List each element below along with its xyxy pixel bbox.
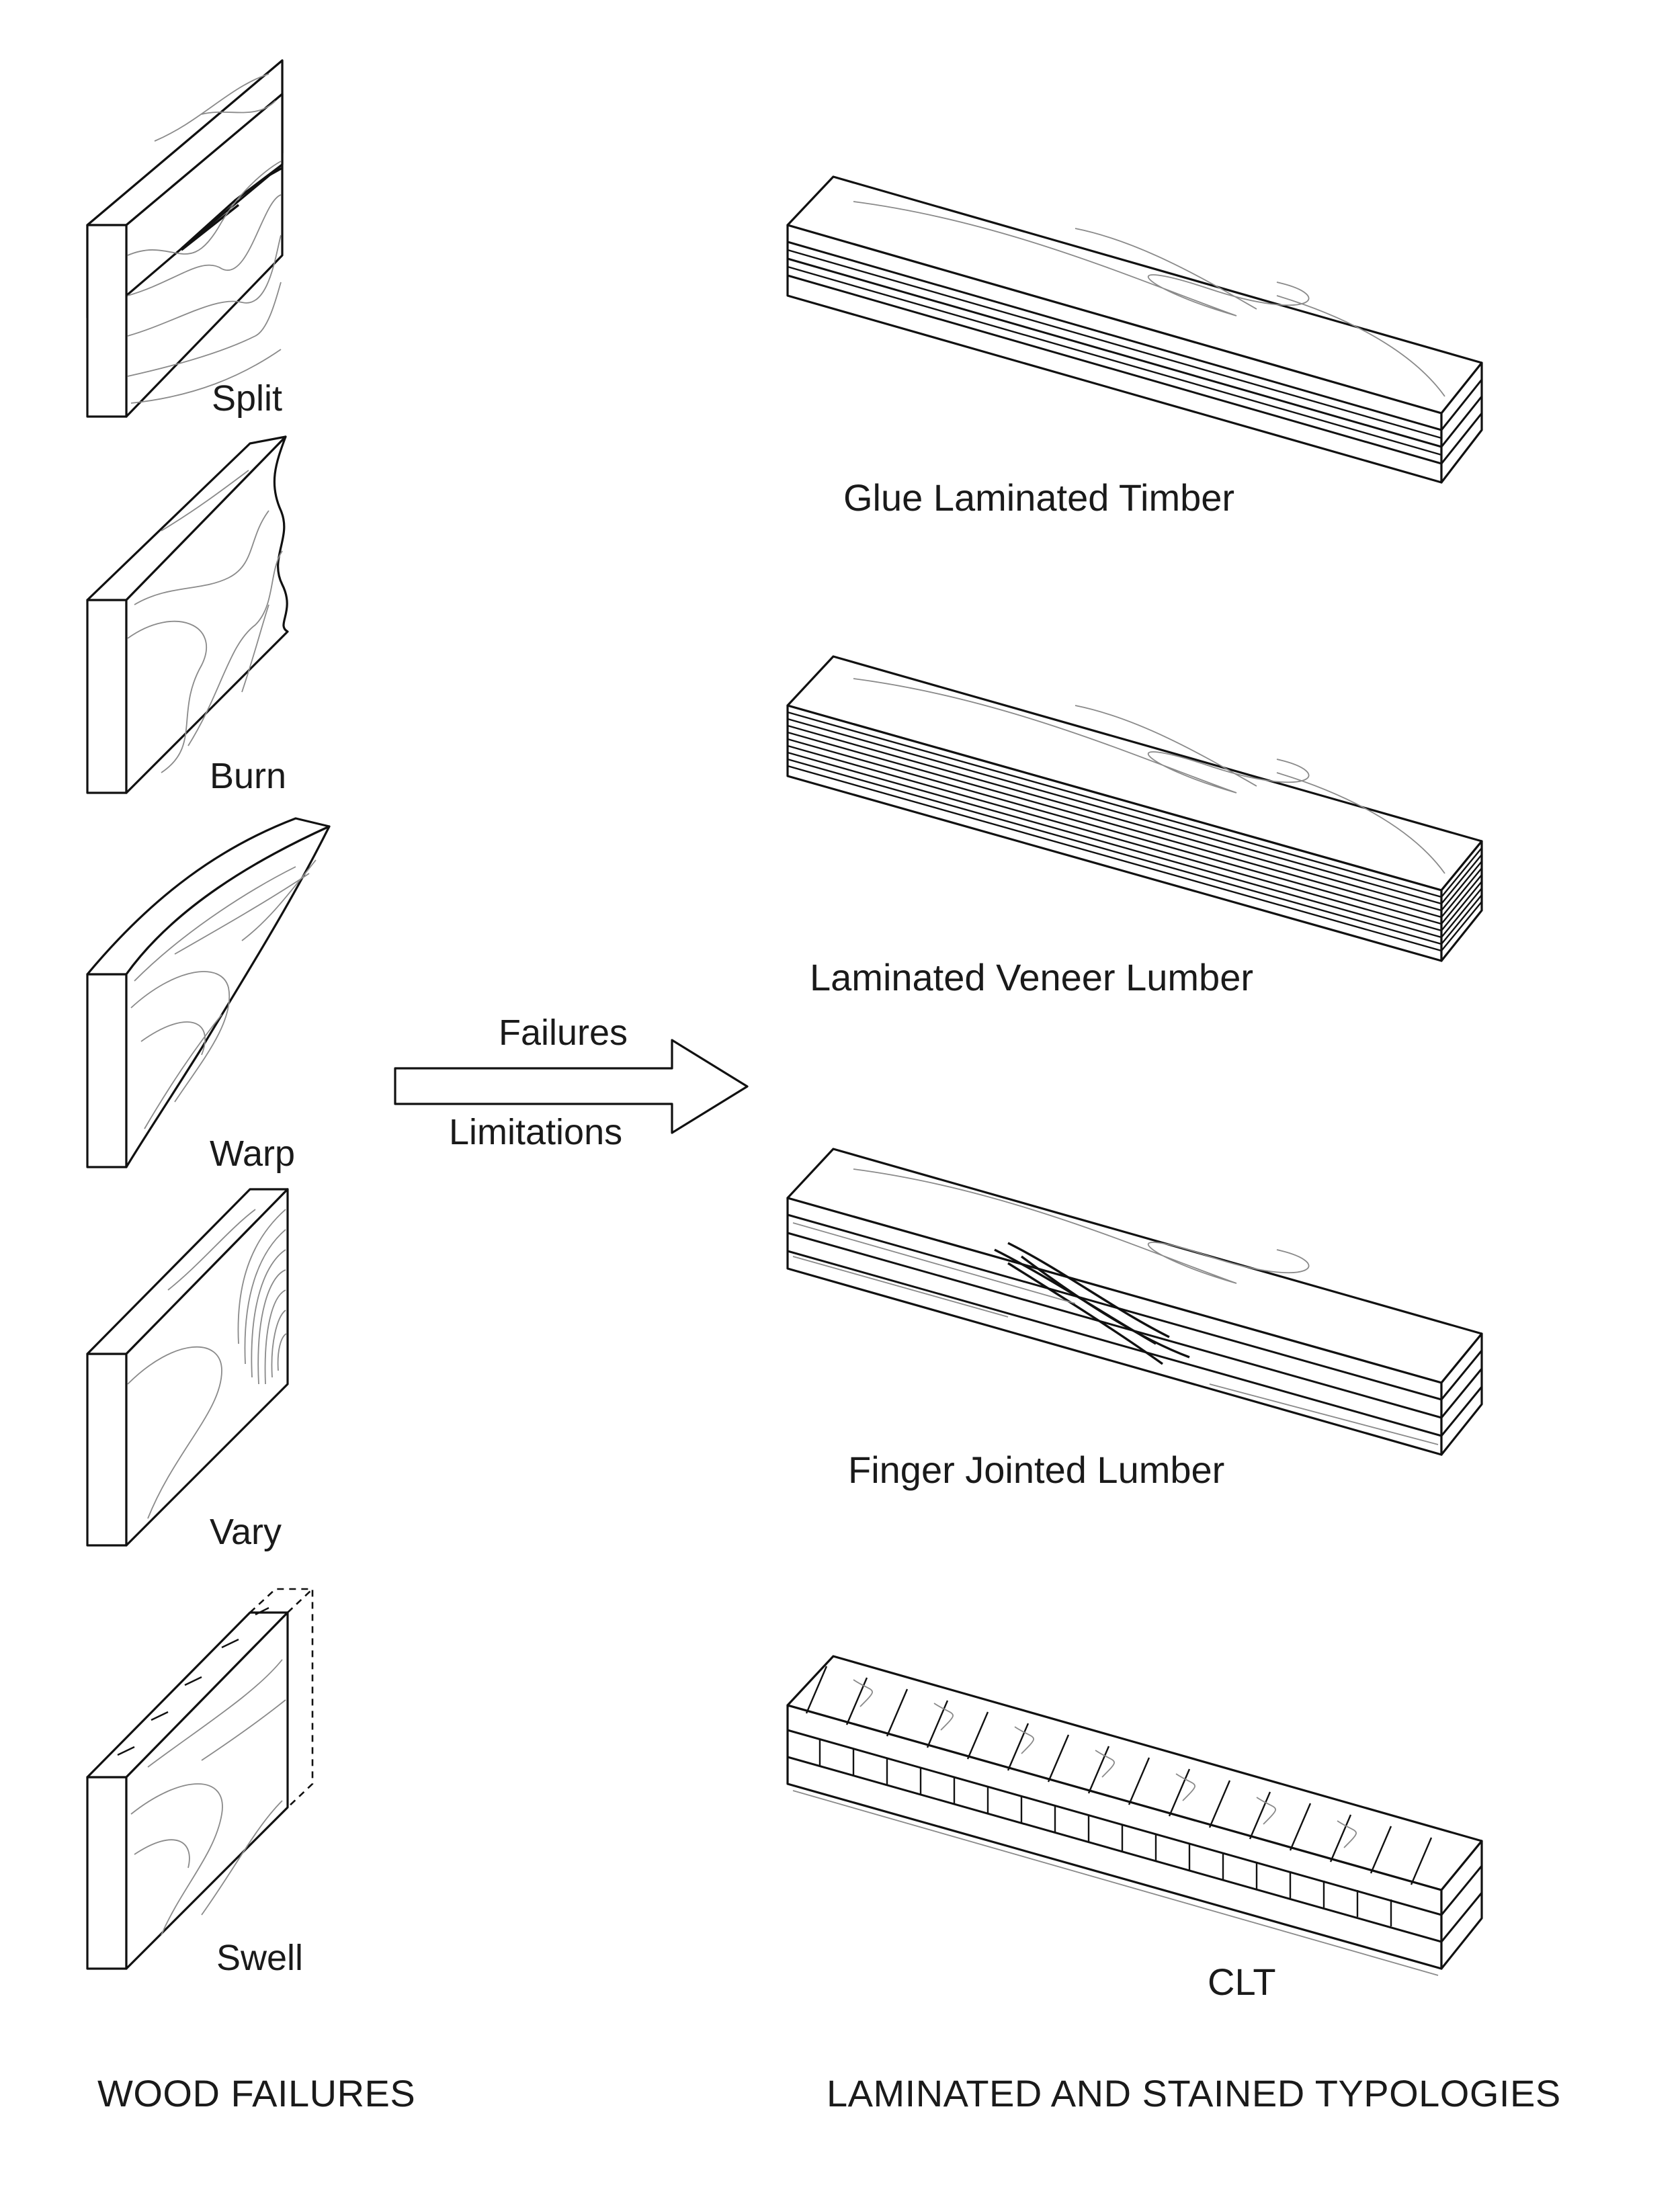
typology-label-glulam: Glue Laminated Timber — [843, 476, 1235, 519]
heading-wood-failures: WOOD FAILURES — [97, 2072, 416, 2114]
arrow-label-failures: Failures — [499, 1013, 628, 1053]
warp-board-illustration — [86, 817, 331, 1168]
clt-panel-illustration — [786, 1655, 1483, 1976]
failure-label-swell: Swell — [216, 1938, 304, 1978]
failures-arrow — [394, 1039, 749, 1134]
glulam-beam-illustration — [786, 175, 1483, 484]
failure-label-split: Split — [212, 378, 283, 419]
arrow-label-limitations: Limitations — [449, 1112, 623, 1152]
typology-label-lvl: Laminated Veneer Lumber — [810, 956, 1253, 998]
vary-board-illustration — [86, 1188, 289, 1547]
failure-label-warp: Warp — [210, 1133, 296, 1174]
lvl-beam-illustration — [786, 655, 1483, 962]
split-board-illustration — [86, 59, 284, 418]
finger-joint-beam-illustration — [786, 1148, 1483, 1456]
swell-board-illustration — [86, 1588, 314, 1970]
burn-board-illustration — [86, 435, 289, 794]
failure-label-vary: Vary — [210, 1512, 282, 1552]
typology-label-finger-joint: Finger Jointed Lumber — [848, 1449, 1225, 1491]
heading-typologies: LAMINATED AND STAINED TYPOLOGIES — [827, 2072, 1561, 2114]
typology-label-clt: CLT — [1208, 1961, 1276, 2003]
failure-label-burn: Burn — [210, 756, 287, 796]
